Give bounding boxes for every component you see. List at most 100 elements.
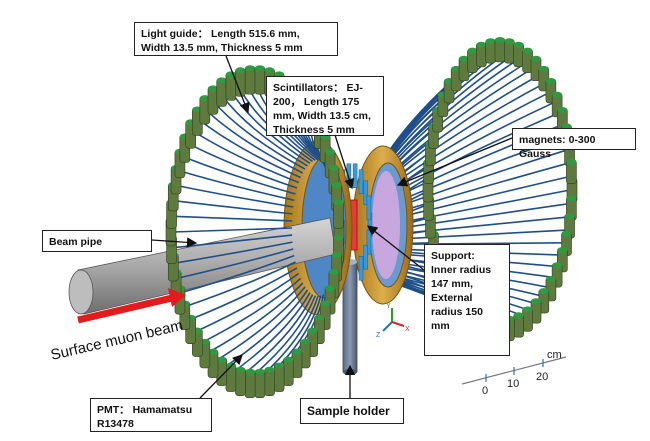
left-light-guide (176, 248, 294, 280)
callout-beam-pipe: Beam pipe (42, 230, 152, 252)
right-pmt (476, 41, 487, 68)
right-light-guide (399, 112, 559, 191)
left-light-guide (176, 184, 294, 208)
scale-label-10: 10 (507, 378, 519, 390)
left-pmt (299, 338, 311, 369)
axes-triad: Y X Z (376, 303, 410, 339)
left-pmt (333, 199, 344, 229)
scale-label-20: 20 (536, 371, 548, 383)
left-pmt (244, 65, 256, 95)
left-light-guide (206, 110, 304, 174)
right-light-guide (402, 202, 570, 229)
left-light-guide (174, 241, 293, 264)
left-pmt (254, 65, 266, 95)
left-light-guide (199, 119, 301, 179)
leader-magnets (396, 137, 513, 187)
scintillator-slat (363, 244, 369, 270)
right-light-guide (397, 91, 550, 182)
scintillator-slat (366, 195, 372, 221)
left-pmt (235, 67, 246, 97)
left-light-guide (193, 272, 300, 334)
leader-pmt (199, 354, 243, 399)
right-light-guide (391, 61, 528, 169)
callout-support: Support: Inner radius 147 mm, External r… (424, 244, 510, 356)
left-light-guide (173, 215, 293, 222)
right-pmt (513, 41, 524, 68)
callout-pmt: PMT： Hamamatsu R13478 (90, 398, 212, 432)
right-light-guide (401, 149, 568, 206)
left-light-guide (206, 282, 304, 355)
leader-lines (151, 55, 513, 399)
scintillator-slat (352, 163, 358, 189)
left-pmt (273, 362, 285, 392)
left-pmt (199, 95, 211, 125)
right-light-guide (398, 101, 555, 186)
left-light-guide (173, 234, 293, 249)
left-light-guide (188, 143, 298, 189)
right-pmt (538, 288, 550, 314)
left-light-guide (188, 267, 298, 321)
left-light-guide (172, 227, 293, 233)
beam-arrow (77, 288, 186, 324)
left-light-guide (221, 94, 308, 167)
left-light-guide (179, 254, 295, 294)
right-light-guide (402, 175, 570, 218)
left-pmt (244, 368, 256, 399)
callout-magnets: magnets: 0-300 Gauss (512, 128, 636, 160)
axis-y-label: Y (386, 303, 391, 310)
callout-light-guide: Light guide： Length 515.6 mm, Width 13.5… (134, 22, 338, 56)
right-light-guide (401, 242, 565, 245)
scintillator-slat (363, 180, 369, 206)
leader-support (366, 225, 425, 271)
left-pmt (254, 368, 266, 399)
right-light-guide (402, 229, 568, 240)
left-light-guide (183, 156, 296, 195)
scale-bar: 0 10 20 cm (461, 349, 567, 397)
right-pmt (522, 47, 533, 73)
right-light-guide (392, 67, 534, 172)
left-pmt (207, 348, 219, 378)
left-light-guide (213, 101, 306, 170)
right-pmt (504, 38, 515, 64)
scale-unit: cm (547, 349, 562, 361)
right-pmt (494, 37, 506, 63)
right-light-guide (402, 162, 569, 212)
left-light-guide (213, 286, 306, 363)
left-light-guide (183, 261, 296, 308)
callout-sample-holder: Sample holder (300, 398, 404, 424)
right-pmt (530, 55, 542, 82)
left-light-guide (179, 170, 295, 202)
left-light-guide (193, 130, 299, 184)
left-light-guide (229, 292, 311, 376)
left-pmt (264, 366, 275, 396)
leader-beam-pipe (151, 237, 198, 248)
leader-scintillators (334, 134, 355, 190)
left-light-guide (199, 277, 302, 345)
scintillator-slat (358, 256, 364, 281)
leader-light-guide (225, 55, 250, 114)
right-light-guide (402, 189, 571, 223)
right-pmt (485, 38, 496, 64)
right-pmt (566, 158, 577, 185)
callout-scintillators: Scintillators： EJ-200， Length 175 mm, Wi… (266, 76, 384, 136)
beam-pipe (68, 217, 337, 315)
left-pmt (291, 348, 303, 378)
axis-x-label: X (405, 326, 410, 333)
axis-z-label: Z (376, 332, 381, 339)
scale-label-0: 0 (482, 385, 488, 397)
left-pmt (207, 85, 219, 115)
right-pmt (450, 65, 462, 92)
left-pmt (282, 356, 294, 386)
scintillator-slat (358, 169, 364, 194)
left-pmt (216, 77, 228, 107)
right-light-guide (394, 74, 540, 175)
right-pmt (467, 47, 478, 73)
right-pmt (513, 312, 524, 338)
beam-label: Surface muon beam (49, 317, 184, 364)
left-pmt (235, 366, 246, 396)
left-light-guide (174, 200, 293, 215)
right-light-guide (395, 82, 545, 178)
right-pmt (522, 306, 533, 332)
